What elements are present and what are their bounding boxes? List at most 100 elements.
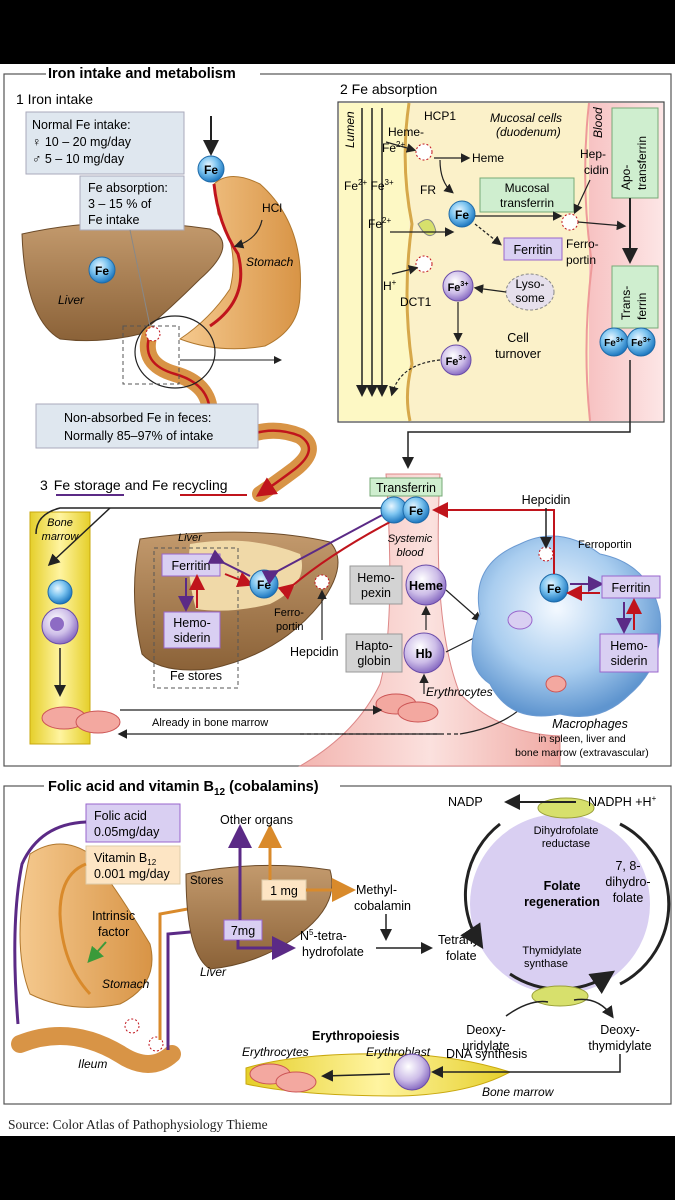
haptoglobin-label2: globin <box>357 654 390 668</box>
transferrin-label1: Trans- <box>619 286 633 320</box>
mucosal-label1: Mucosal cells <box>490 111 562 125</box>
folic-title: Folic acid and vitamin B12 (cobalamins) <box>48 779 319 798</box>
systemic-blood-label1: Systemic <box>388 533 433 545</box>
folic-acid-label2: 0.05mg/day <box>94 825 160 839</box>
s2-title: 2 Fe absorption <box>340 81 437 97</box>
apotransferrin-label1: Apo- <box>619 165 633 190</box>
dhfr-label2: reductase <box>542 838 590 850</box>
already-label: Already in bone marrow <box>152 717 268 729</box>
transferrin-label2: ferrin <box>635 293 649 320</box>
transferrin-fe-label: Fe <box>409 504 423 518</box>
absorption-line3: Fe intake <box>88 213 139 227</box>
dhf-label3: folate <box>613 891 644 905</box>
fe-liver-label: Fe <box>95 264 109 278</box>
fe-path-red <box>209 183 243 328</box>
folic-panel: Folic acid and vitamin B12 (cobalamins) … <box>3 776 672 1105</box>
ileum-uptake-icon-b <box>148 1036 164 1052</box>
macrophage-to-transferrin-arrow <box>432 502 555 574</box>
fe-intake-icon <box>197 155 225 183</box>
section-iron-intake: 1 Iron intake Normal Fe intake: ♀ 10 – 2… <box>16 91 317 502</box>
ferroportin-export-arrow <box>577 220 627 231</box>
folic-erythroblast-icon <box>393 1053 431 1091</box>
dtmp-label1: Deoxy- <box>600 1023 640 1037</box>
ferroportin-icon <box>561 213 579 231</box>
s3-transferrin-box <box>369 477 443 497</box>
folate-to-n5-arrow <box>236 936 296 960</box>
ileum-label: Ileum <box>78 1057 107 1071</box>
female-intake: ♀ 10 – 20 mg/day <box>32 135 132 149</box>
dtmp-label2: thymidylate <box>588 1039 651 1053</box>
fe3-turnover-icon <box>440 344 472 376</box>
ferritin-box <box>503 237 563 261</box>
dhf-label2: dihydro- <box>605 875 650 889</box>
macrophage-ferroportin-icon <box>538 546 554 562</box>
folic-erythrocytes-label: Erythrocytes <box>242 1045 309 1059</box>
section-fe-absorption: 2 Fe absorption Lumen Mucosal cells (duo… <box>337 81 665 423</box>
macrophage-fe-label: Fe <box>547 582 561 596</box>
hepcidin-arrow <box>573 179 591 215</box>
dct1-transporter-icon <box>415 255 433 273</box>
feces-line2: Normally 85–97% of intake <box>64 429 213 443</box>
folic-acid-box <box>85 803 181 843</box>
vitb12-label1: Vitamin B12 <box>94 851 157 867</box>
liver-ferritin-to-fe-arrow <box>224 572 254 587</box>
absorption-box <box>79 175 185 231</box>
seven-mg-box <box>223 919 263 941</box>
dhf-label1: 7, 8- <box>615 859 640 873</box>
heme-to-fe-arrow <box>439 159 454 194</box>
figure-canvas: Iron intake and metabolism 1 Iron intake… <box>0 64 675 1136</box>
macrophage-hemosiderin-label2: siderin <box>611 654 648 668</box>
h-uptake-arrow <box>391 265 419 275</box>
hemopexin-label1: Hemo- <box>357 571 395 585</box>
erythrocytes-label: Erythrocytes <box>426 685 493 699</box>
fe-mucosal-label: Fe <box>455 208 469 222</box>
basal-membrane <box>584 102 594 422</box>
fe-stores-label: Fe stores <box>170 669 222 683</box>
feces-box <box>35 403 259 449</box>
fe3-vesicle-label: Fe3+ <box>448 281 469 294</box>
absorption-line2: 3 – 15 % of <box>88 197 152 211</box>
nadph-label: NADPH +H+ <box>588 794 657 809</box>
folic-gut-path <box>13 820 87 1025</box>
iron-title: Iron intake and metabolism <box>48 66 236 82</box>
dump-label2: uridylate <box>462 1039 509 1053</box>
transferrin-fe-icon-b <box>402 496 430 524</box>
folic-title-bg <box>44 776 340 794</box>
turnover-arrow <box>389 359 441 397</box>
macrophage-hemosiderin-label1: Hemo- <box>610 639 648 653</box>
thf-label2: folate <box>446 949 477 963</box>
fe-intake-label: Fe <box>204 163 218 177</box>
systemic-blood-vessel <box>298 473 561 767</box>
ts-label1: Thymidylate <box>522 945 581 957</box>
fr-label: FR <box>420 183 436 197</box>
bone-marrow-label2: marrow <box>42 531 80 543</box>
mucosal-transferrin-label1: Mucosal <box>505 181 550 195</box>
lumen-label: Lumen <box>343 111 357 148</box>
seven-mg-label: 7mg <box>231 924 255 938</box>
macrophages-sub1: in spleen, liver and <box>538 733 626 745</box>
transferrin-connector <box>402 360 631 469</box>
liver-ferroportin-label2: portin <box>276 621 304 633</box>
intrinsic-factor-label2: factor <box>98 925 129 939</box>
lumen-area <box>339 103 409 421</box>
fe3-transferrin-icon-b <box>626 327 656 357</box>
dna-synthesis-label: DNA synthesis <box>446 1047 527 1061</box>
liver-ferroportin-label1: Ferro- <box>274 607 304 619</box>
fe2-label: Fe2+ <box>368 216 391 231</box>
ileum-uptake-icon-a <box>124 1018 140 1034</box>
b12-gut-path <box>58 862 92 996</box>
s3-transferrin-label: Transferrin <box>376 481 436 495</box>
ferroportin-label1: Ferro- <box>566 237 599 251</box>
nadp-label: NADP <box>448 795 483 809</box>
one-mg-label: 1 mg <box>270 884 298 898</box>
mucosal-label2: (duodenum) <box>496 125 561 139</box>
methyl-label2: cobalamin <box>354 899 411 913</box>
macrophage-vesicle-b <box>545 675 567 693</box>
hepcidin-label2: cidin <box>584 163 609 177</box>
ts-enzyme-icon <box>531 985 589 1007</box>
vessel-rbc-icon-b <box>397 701 439 723</box>
iron-title-bg <box>46 64 260 82</box>
apotransferrin-label2: transferrin <box>635 136 649 190</box>
marrow-nucleus-icon <box>50 617 64 631</box>
n5-label2: hydrofolate <box>302 945 364 959</box>
